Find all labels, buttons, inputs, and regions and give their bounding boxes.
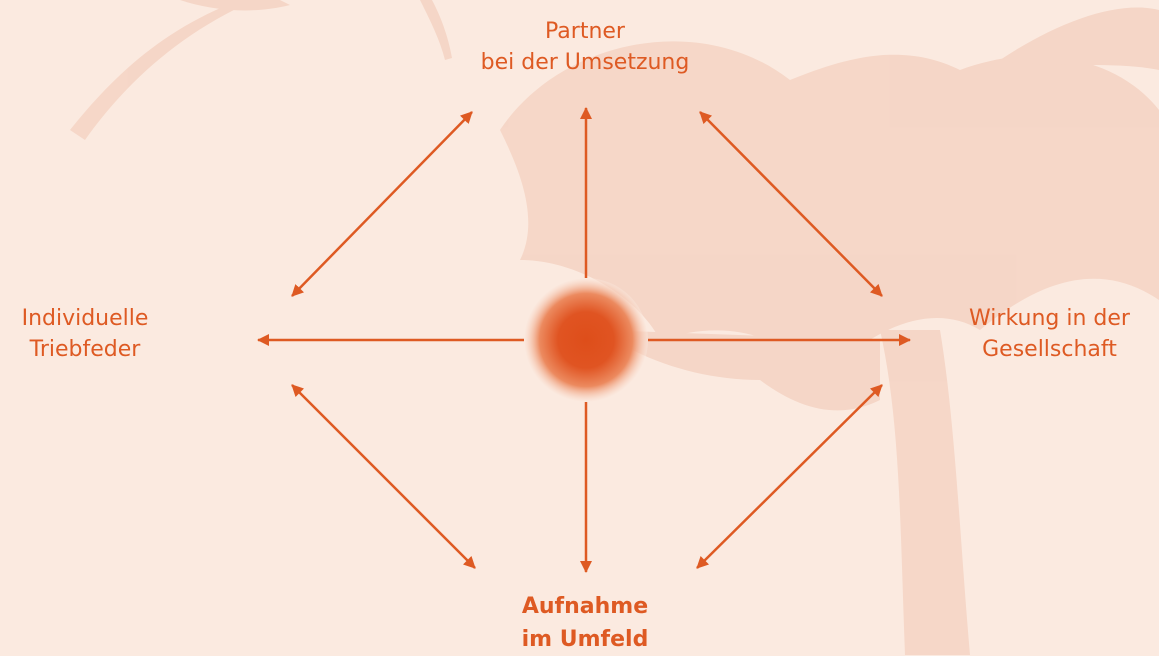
node-right-line2: Gesellschaft <box>940 334 1159 365</box>
edge-top-left <box>292 112 472 296</box>
node-label-top: Partner bei der Umsetzung <box>420 16 750 78</box>
node-label-bottom: Aufnahme im Umfeld <box>440 590 730 656</box>
center-node <box>524 278 648 402</box>
node-bottom-line2: im Umfeld <box>440 623 730 656</box>
node-left-line1: Individuelle <box>0 303 170 334</box>
node-bottom-line1: Aufnahme <box>440 590 730 623</box>
edge-left-bottom <box>292 385 475 568</box>
node-right-line1: Wirkung in der <box>940 303 1159 334</box>
node-left-line2: Triebfeder <box>0 334 170 365</box>
node-top-line2: bei der Umsetzung <box>420 47 750 78</box>
node-label-left: Individuelle Triebfeder <box>0 303 170 365</box>
node-label-right: Wirkung in der Gesellschaft <box>940 303 1159 365</box>
node-top-line1: Partner <box>420 16 750 47</box>
edge-right-bottom <box>697 385 882 568</box>
